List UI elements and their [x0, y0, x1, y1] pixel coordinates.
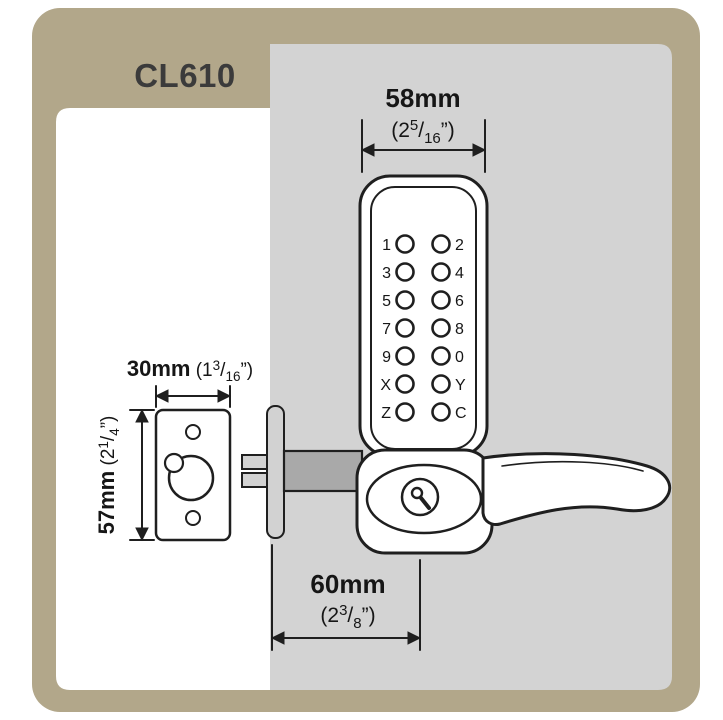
dim-top-den: 16 — [424, 130, 441, 147]
dim-top-mm: 58mm — [385, 83, 460, 113]
keypad-label-1: 1 — [382, 237, 391, 254]
keypad-label-4: 4 — [455, 265, 464, 282]
keypad-label-8: 8 — [455, 321, 464, 338]
dim-57-close: ”) — [98, 416, 119, 429]
through-bolt-top — [241, 454, 269, 470]
dim-30-num: 3 — [213, 358, 221, 373]
drawing-layer — [129, 119, 672, 651]
dim-plate-width-label: 30mm (13/16”) — [127, 356, 253, 384]
keypad-label-2: 2 — [455, 237, 464, 254]
dim-30-slash: / — [220, 360, 226, 381]
dim-57-den: 4 — [107, 428, 122, 436]
keypad-housing — [358, 174, 489, 458]
dim-60-close: ”) — [362, 604, 376, 627]
keypad-button-0 — [431, 346, 451, 366]
keypad-button-2 — [431, 234, 451, 254]
dim-top-inches: (25/16”) — [391, 117, 455, 147]
keypad-label-5: 5 — [382, 293, 391, 310]
dim-60-open: (2 — [320, 604, 339, 627]
dim-57-mm: 57mm — [94, 471, 119, 535]
dim-top-arrowhead-left — [360, 143, 375, 157]
keypad-button-1 — [395, 234, 415, 254]
keypad-button-y — [431, 374, 451, 394]
dim-57-slash: / — [98, 435, 119, 441]
through-bolt-bottom — [241, 472, 269, 488]
keyway-icon — [410, 486, 424, 500]
keypad-button-6 — [431, 290, 451, 310]
keypad-label-y: Y — [455, 377, 466, 394]
keypad-label-3: 3 — [382, 265, 391, 282]
latch-faceplate — [266, 405, 285, 539]
dim-top-close: ”) — [441, 119, 455, 142]
dim-30-arrowhead-left — [154, 389, 169, 403]
dim-30-arrowhead-right — [217, 389, 232, 403]
dim-backset-mm: 60mm — [310, 569, 385, 599]
keypad-button-4 — [431, 262, 451, 282]
spindle-bar — [282, 449, 364, 493]
keypad-label-0: 0 — [455, 349, 464, 366]
keypad-button-5 — [395, 290, 415, 310]
keypad-label-z: Z — [381, 405, 391, 422]
dim-60-slash: / — [347, 604, 353, 627]
strike-plate-screw-hole-top — [185, 424, 201, 440]
keyway-slot — [419, 496, 431, 510]
dim-60-num: 3 — [339, 602, 347, 619]
strike-plate-screw-hole-bottom — [185, 510, 201, 526]
dim-top-open: (2 — [391, 119, 410, 142]
dim-30-den: 16 — [225, 369, 240, 384]
keypad-label-x: X — [380, 377, 391, 394]
wall-panel — [56, 108, 286, 690]
keypad-label-9: 9 — [382, 349, 391, 366]
keypad-button-z — [395, 402, 415, 422]
dim-top-arrowhead-right — [472, 143, 487, 157]
keypad-button-x — [395, 374, 415, 394]
dim-backset-inches: (23/8”) — [320, 602, 375, 632]
strike-plate-cam-hole — [163, 452, 185, 474]
lever-handle — [481, 452, 672, 526]
keypad-button-3 — [395, 262, 415, 282]
keypad-button-9 — [395, 346, 415, 366]
keypad-button-8 — [431, 318, 451, 338]
dim-top-slash: / — [418, 119, 424, 142]
dim-plate-height-label: 57mm (21/4”) — [94, 416, 122, 535]
keypad-button-c — [431, 402, 451, 422]
dim-57-arrowhead-bottom — [135, 527, 149, 542]
lever-highlight-line — [501, 460, 644, 472]
keypad-label-c: C — [455, 405, 467, 422]
dim-60-arrowhead-left — [270, 631, 285, 645]
dim-60-den: 8 — [353, 615, 361, 632]
dim-57-num: 1 — [96, 441, 111, 449]
keypad-label-7: 7 — [382, 321, 391, 338]
dim-60-arrowhead-right — [407, 631, 422, 645]
dim-30-close: ”) — [240, 360, 253, 381]
dim-30-mm: 30mm — [127, 356, 191, 381]
dim-57-open: (2 — [98, 449, 119, 471]
dim-57-arrowhead-top — [135, 408, 149, 423]
model-title: CL610 — [134, 57, 236, 94]
keypad-button-7 — [395, 318, 415, 338]
dim-top-num: 5 — [410, 117, 418, 134]
dim-30-open: (1 — [190, 360, 212, 381]
keypad-label-6: 6 — [455, 293, 464, 310]
